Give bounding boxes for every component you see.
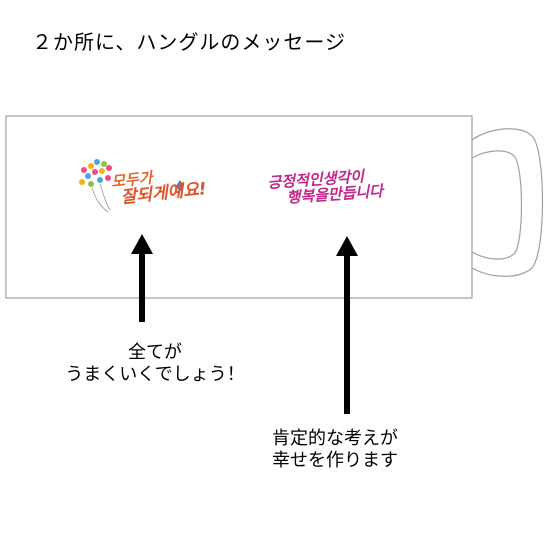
caption-right: 肯定的な考えが 幸せを作ります [272,428,472,472]
mug-handle-outer [471,128,544,277]
arrow-right [336,236,358,414]
caption-left-line2: うまくいくでしょう！ [65,364,245,385]
mug-body [5,115,473,299]
page-title: ２か所に、ハングルのメッセージ [32,30,346,54]
mug-handle-inner [471,150,523,260]
caption-left-line1: 全てが [128,342,182,363]
balloons-icon [79,159,184,213]
arrow-left [131,234,153,322]
caption-right-line1: 肯定的な考えが [272,428,398,449]
caption-left: 全てが うまくいくでしょう！ [40,342,270,386]
caption-right-line2: 幸せを作ります [272,450,398,471]
